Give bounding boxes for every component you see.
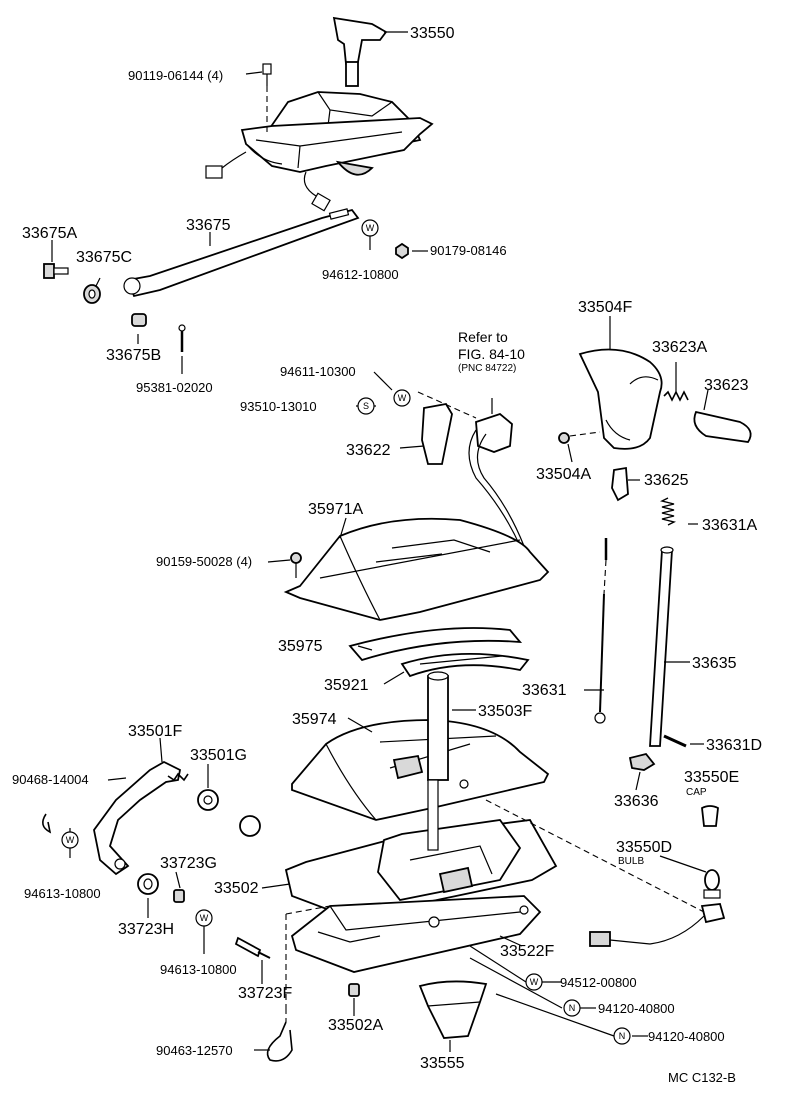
label-33636: 33636	[614, 793, 659, 810]
label-33555: 33555	[420, 1055, 465, 1072]
washer-symbol: W	[525, 973, 543, 991]
svg-text:W: W	[66, 835, 75, 845]
svg-text:N: N	[569, 1003, 576, 1013]
washer-symbol: W	[61, 831, 79, 849]
label-33502A: 33502A	[328, 1017, 383, 1034]
housing-35974	[291, 671, 550, 821]
label-cap: CAP	[686, 787, 707, 798]
bulb-assembly	[485, 799, 726, 947]
sleeve-33635	[649, 497, 687, 748]
nut-symbol: N	[613, 1027, 631, 1045]
svg-text:N: N	[619, 1031, 626, 1041]
label-94120-40800-lower: 94120-40800	[648, 1029, 725, 1044]
label-94120-40800-upper: 94120-40800	[598, 1001, 675, 1016]
indicator-plates	[348, 627, 530, 678]
washer-symbol: W	[195, 909, 213, 927]
refer-to-label: Refer to	[458, 329, 508, 345]
svg-text:S: S	[363, 401, 369, 411]
label-94611-10300: 94611-10300	[280, 364, 356, 379]
label-33631D: 33631D	[706, 737, 762, 754]
label-90159-50028: 90159-50028 (4)	[156, 554, 252, 569]
nut-symbol: N	[563, 999, 581, 1017]
label-95381-02020: 95381-02020	[136, 380, 213, 395]
label-90179-08146: 90179-08146	[430, 243, 507, 258]
label-33504F: 33504F	[578, 299, 632, 316]
bracket-33501F	[42, 760, 271, 959]
label-94613-10800-left: 94613-10800	[24, 886, 101, 901]
label-35921: 35921	[324, 677, 369, 694]
label-35974: 35974	[292, 711, 337, 728]
cover-35971A	[283, 517, 550, 621]
plate-33522F	[285, 895, 542, 1008]
label-35975: 35975	[278, 638, 323, 655]
label-90463-12570: 90463-12570	[156, 1043, 233, 1058]
label-33623: 33623	[704, 377, 749, 394]
label-33550: 33550	[410, 25, 455, 42]
label-94613-10800-center: 94613-10800	[160, 962, 237, 977]
refer-fig-label: FIG. 84-10	[458, 346, 525, 362]
label-33550D: 33550D	[616, 839, 672, 856]
label-bulb: BULB	[618, 856, 644, 867]
snap-ring-symbol: S	[357, 397, 375, 415]
refer-pnc-label: (PNC 84722)	[458, 363, 516, 374]
label-33502: 33502	[214, 880, 259, 897]
label-33503F: 33503F	[478, 703, 532, 720]
label-33501G: 33501G	[190, 747, 247, 764]
label-33635: 33635	[692, 655, 737, 672]
base-plate-33502	[284, 779, 558, 915]
svg-text:W: W	[398, 393, 407, 403]
label-33504A: 33504A	[536, 466, 591, 483]
label-33550E: 33550E	[684, 769, 739, 786]
svg-text:W: W	[530, 977, 539, 987]
label-33625: 33625	[644, 472, 689, 489]
diagram-code: MC C132-B	[668, 1070, 736, 1085]
label-33631: 33631	[522, 682, 567, 699]
label-33675: 33675	[186, 217, 231, 234]
label-33631A: 33631A	[702, 517, 757, 534]
linkage-rod-33675	[43, 208, 409, 352]
label-94512-00800: 94512-00800	[560, 975, 637, 990]
svg-text:W: W	[366, 223, 375, 233]
label-33501F: 33501F	[128, 723, 182, 740]
label-33675C: 33675C	[76, 249, 132, 266]
part-33636	[628, 752, 656, 771]
rod-33631	[594, 538, 608, 724]
svg-text:W: W	[200, 913, 209, 923]
label-35971A: 35971A	[308, 501, 363, 518]
label-33675A: 33675A	[22, 225, 77, 242]
label-94612-10800: 94612-10800	[322, 267, 399, 282]
label-93510-13010: 93510-13010	[240, 399, 317, 414]
label-33723F: 33723F	[238, 985, 292, 1002]
label-33522F: 33522F	[500, 943, 554, 960]
label-33623A: 33623A	[652, 339, 707, 356]
bottom-parts	[266, 980, 488, 1062]
label-33675B: 33675B	[106, 347, 161, 364]
label-90119-06144: 90119-06144 (4)	[128, 68, 223, 83]
label-33622: 33622	[346, 442, 391, 459]
washer-symbol: W	[361, 219, 379, 237]
label-33723G: 33723G	[160, 855, 217, 872]
washer-symbol: W	[393, 389, 411, 407]
shift-lever-assembly-33550	[205, 16, 434, 212]
spacer-33622	[421, 403, 453, 465]
label-90468-14004: 90468-14004	[12, 772, 89, 787]
label-33723H: 33723H	[118, 921, 174, 938]
leader-lines	[51, 31, 709, 1052]
